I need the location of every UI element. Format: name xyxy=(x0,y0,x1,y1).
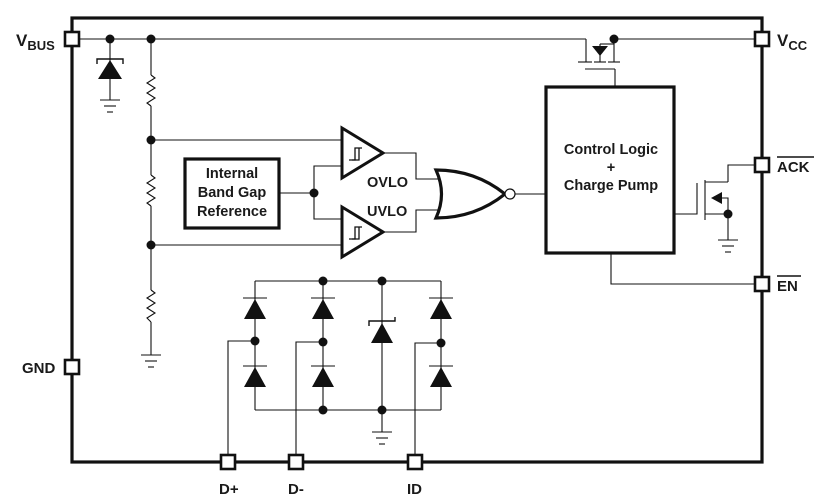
pass-fet-icon xyxy=(578,39,620,87)
pin-vcc[interactable] xyxy=(753,30,771,48)
uvlo-comparator-icon xyxy=(340,204,386,260)
ground-icon xyxy=(100,99,120,113)
dminus-label: D- xyxy=(288,481,304,498)
esd-diode-icon xyxy=(312,299,334,319)
pin-id[interactable] xyxy=(406,453,424,471)
dplus-wire xyxy=(227,340,255,458)
resistor-icon xyxy=(145,174,157,207)
vbus-label: VBUS xyxy=(16,31,55,53)
pin-en[interactable] xyxy=(753,275,771,293)
control-label-1: Control Logic xyxy=(564,142,658,158)
pin-dminus[interactable] xyxy=(287,453,305,471)
esd-diode-icon xyxy=(430,299,452,319)
bandgap-label-1: Internal xyxy=(206,166,258,182)
package-outline xyxy=(70,16,764,464)
nor-gate-icon xyxy=(433,168,516,220)
dplus-label: D+ xyxy=(219,481,239,498)
resistor-icon xyxy=(145,289,157,323)
id-label: ID xyxy=(407,481,422,498)
node-dot xyxy=(723,209,733,219)
esd-diode-icon xyxy=(312,367,334,387)
bandgap-label-3: Reference xyxy=(197,204,267,220)
resistor-icon xyxy=(145,74,157,107)
esd-diode-icon xyxy=(430,367,452,387)
pin-ack[interactable] xyxy=(753,156,771,174)
uvlo-label: UVLO xyxy=(367,204,407,220)
ack-fet-icon xyxy=(674,164,754,240)
wire xyxy=(313,193,342,220)
control-logic-block xyxy=(544,85,676,255)
ovlo-label: OVLO xyxy=(367,175,408,191)
pin-dplus[interactable] xyxy=(219,453,237,471)
esd-diode-icon xyxy=(244,299,266,319)
tvs-cathode-bar xyxy=(96,58,124,64)
ack-label: ACK xyxy=(777,159,810,176)
ground-icon xyxy=(141,354,161,368)
control-label-2: + xyxy=(607,160,615,176)
ovlo-comparator-icon xyxy=(340,125,386,181)
pin-vbus[interactable] xyxy=(63,30,81,48)
tvs-diode-icon xyxy=(98,60,122,79)
vcc-label: VCC xyxy=(777,31,808,53)
bandgap-label-2: Band Gap xyxy=(198,185,267,201)
en-label: EN xyxy=(777,278,798,295)
ovlo-wire xyxy=(383,152,440,180)
control-label-3: Charge Pump xyxy=(564,178,658,194)
zener-bar xyxy=(368,317,396,326)
en-wire xyxy=(610,253,754,285)
gnd-label: GND xyxy=(22,360,56,377)
esd-diode-icon xyxy=(244,367,266,387)
uvlo-wire xyxy=(383,209,440,233)
id-wire xyxy=(414,342,441,458)
dminus-wire xyxy=(295,341,323,458)
wire xyxy=(313,165,342,193)
pin-gnd[interactable] xyxy=(63,358,81,376)
zener-diode-icon xyxy=(371,323,393,343)
ground-icon xyxy=(372,431,392,445)
ground-icon xyxy=(718,239,738,253)
